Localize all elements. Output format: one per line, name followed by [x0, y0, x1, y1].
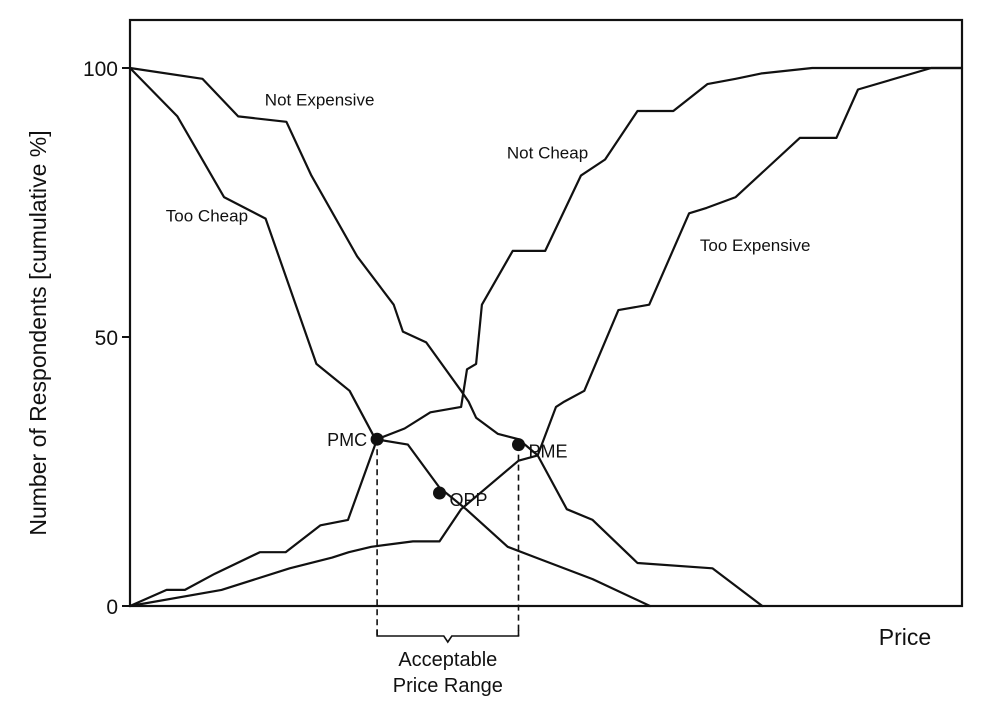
series-label-not-expensive: Not Expensive: [265, 91, 375, 110]
key-point-pmc: [370, 432, 384, 446]
key-point-opp: [433, 486, 446, 500]
series-label-too-expensive: Too Expensive: [700, 236, 811, 255]
ticks-layer: 0 50 100: [83, 58, 130, 619]
key-point-label-pme: PME: [529, 442, 568, 462]
plot-frame: [128, 18, 964, 608]
series-line-too-cheap: [128, 66, 652, 608]
x-axis-label: Price: [879, 624, 931, 650]
series-line-not-expensive: [128, 66, 764, 608]
series-line-too-expensive: [128, 66, 964, 608]
key-point-pme: [512, 438, 525, 452]
series-line-not-cheap: [128, 66, 964, 608]
curves-layer: [128, 66, 964, 608]
key-point-label-opp: OPP: [450, 490, 488, 510]
y-tick-label-100: 100: [83, 58, 118, 81]
series-label-too-cheap: Too Cheap: [166, 206, 248, 225]
y-axis-label: Number of Respondents [cumulative %]: [25, 130, 51, 535]
key-point-label-pmc: PMC: [327, 430, 367, 450]
markers-layer: [370, 432, 525, 500]
y-tick-label-0: 0: [106, 596, 118, 619]
y-tick-label-50: 50: [95, 327, 118, 350]
range-label-line2: Price Range: [393, 675, 503, 697]
range-label-line1: Acceptable: [398, 649, 497, 671]
series-label-not-cheap: Not Cheap: [507, 143, 588, 162]
range-bracket: [376, 630, 520, 644]
